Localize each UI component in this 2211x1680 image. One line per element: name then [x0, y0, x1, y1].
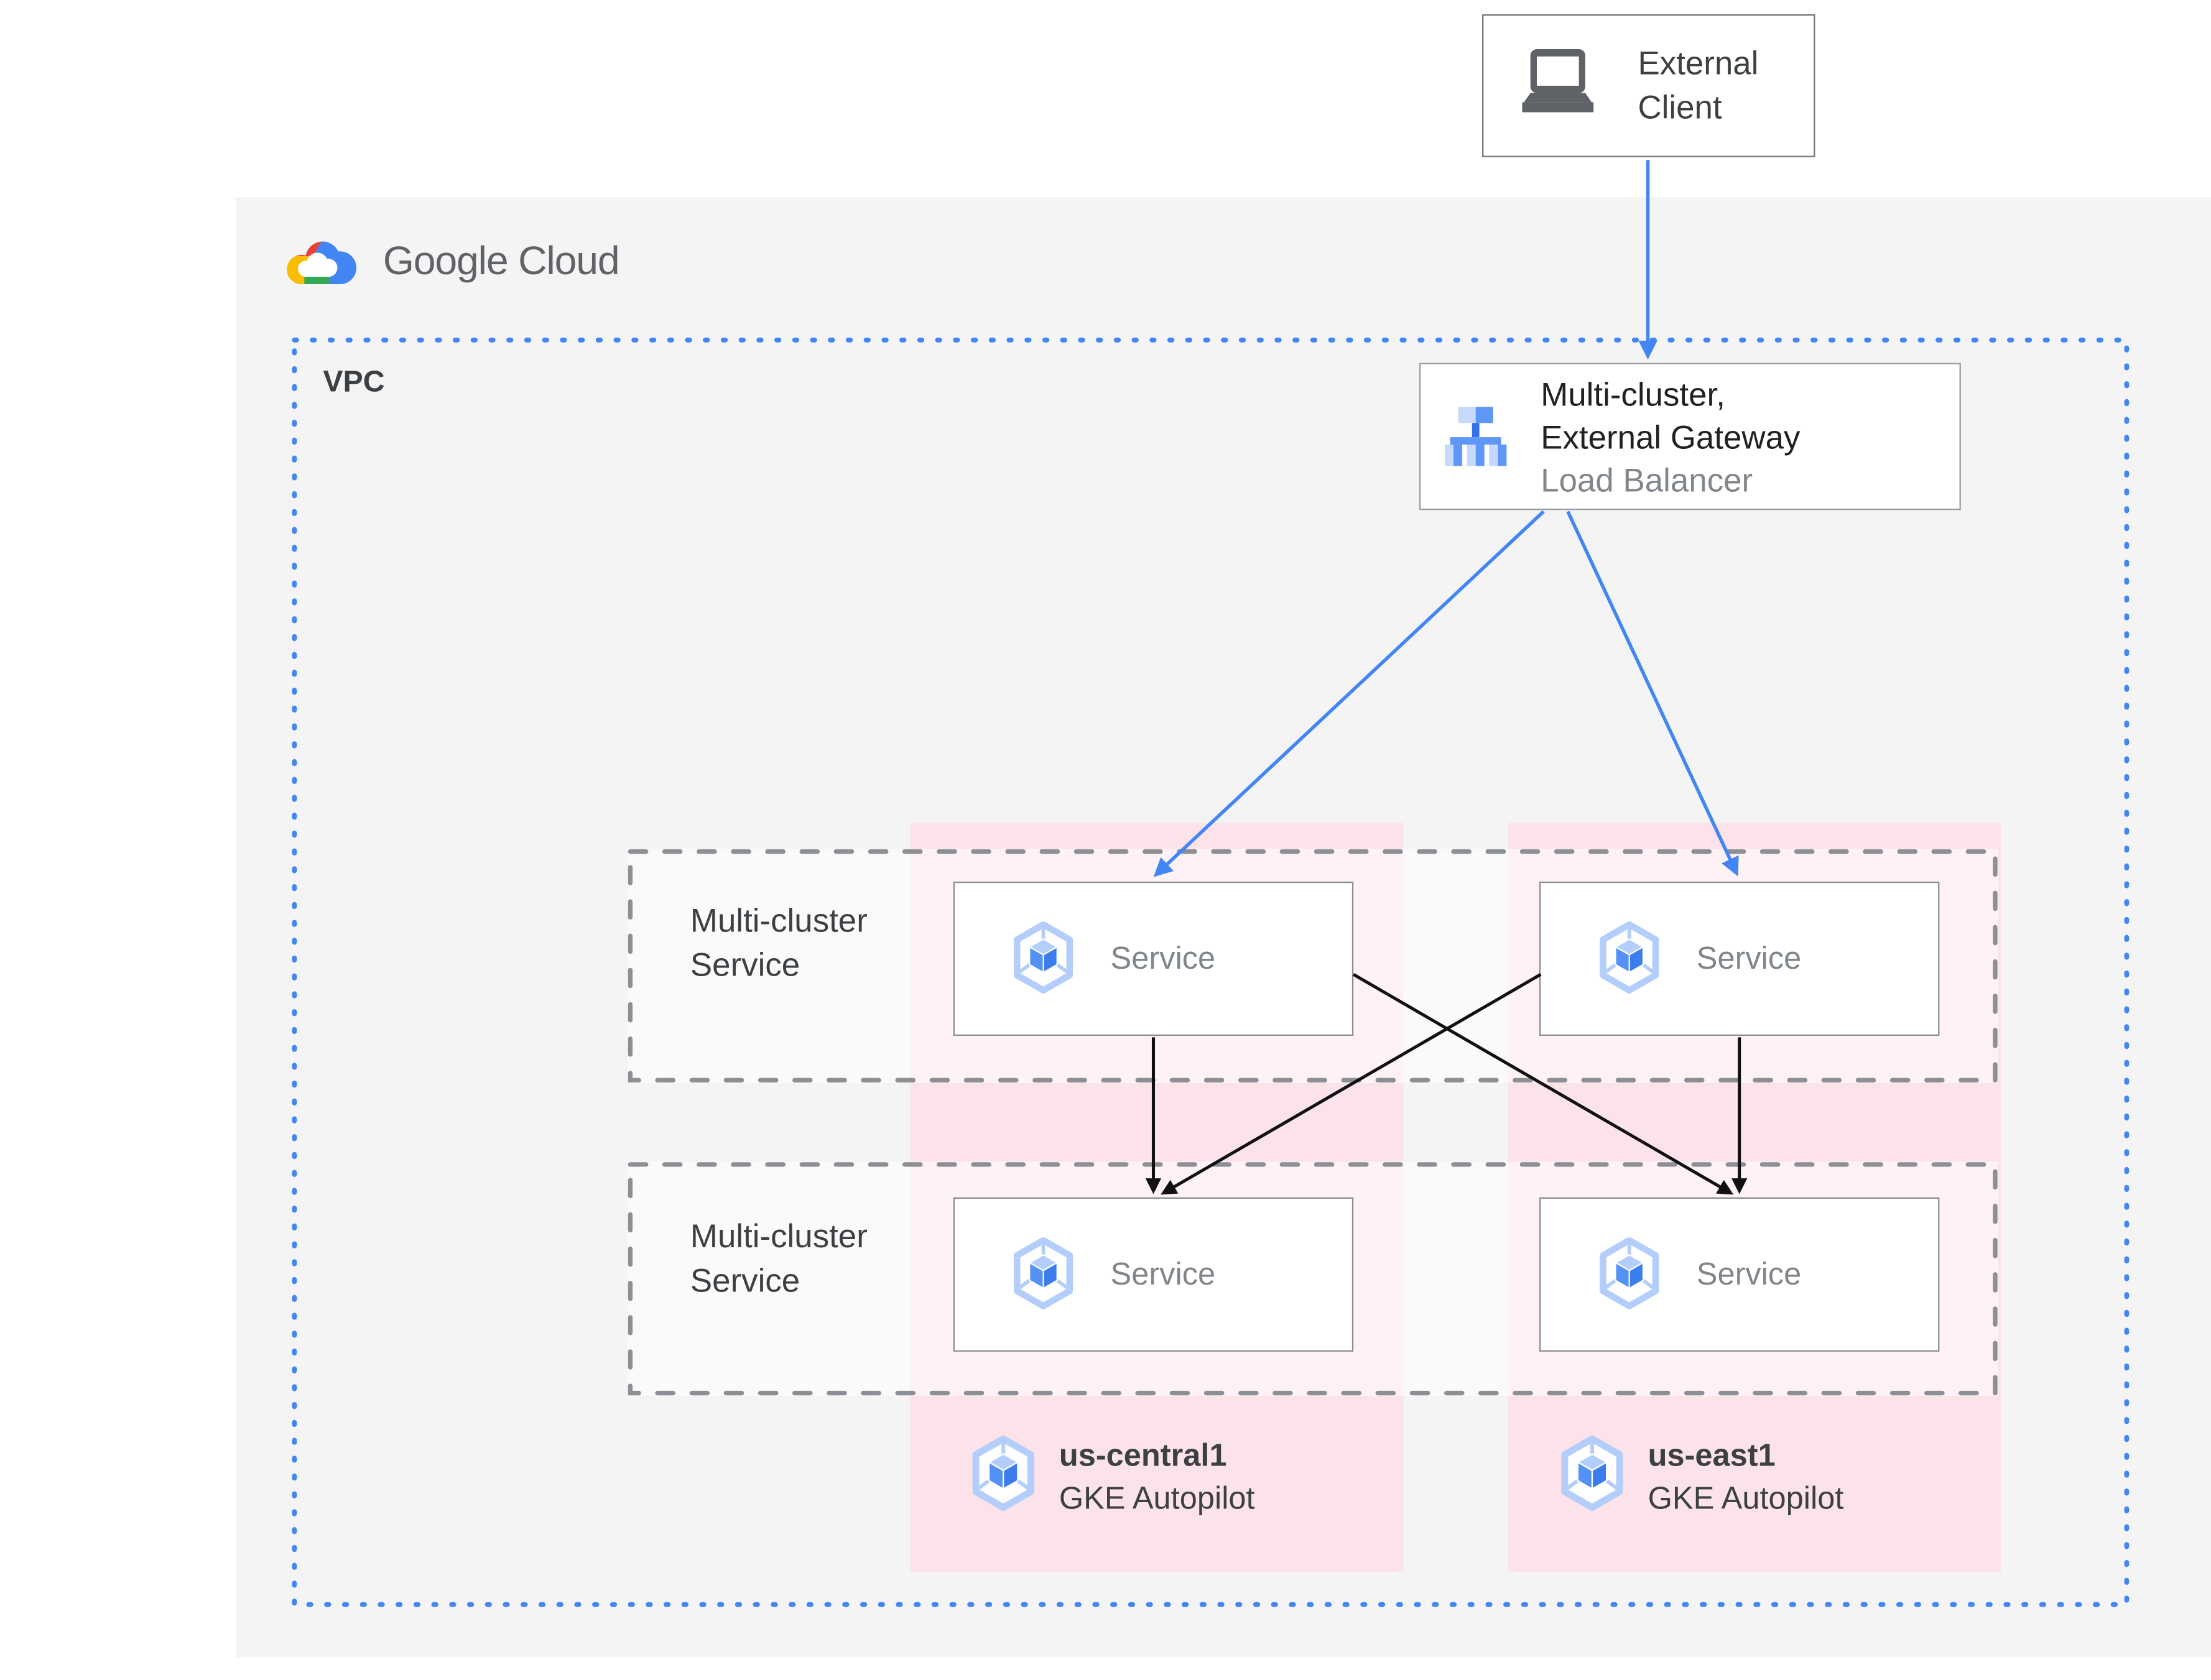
vpc-boundary	[292, 338, 2130, 1607]
google-cloud-icon	[283, 229, 363, 295]
cluster-caption-us-central1: us-central1 GKE Autopilot	[969, 1434, 1255, 1520]
multi-cluster-service-label-2: Multi-cluster Service	[690, 1217, 868, 1299]
cluster-region-name: us-east1	[1648, 1437, 1776, 1474]
cluster-caption-us-east1: us-east1 GKE Autopilot	[1558, 1434, 1844, 1520]
service-label: Service	[1696, 940, 1802, 976]
gateway-subtitle: Load Balancer	[1541, 461, 1753, 498]
external-client-label: External Client	[1638, 44, 1759, 126]
gke-service-icon	[1011, 921, 1077, 995]
service-box-central-bottom: Service	[953, 1197, 1354, 1352]
google-cloud-logo: Google Cloud	[283, 229, 620, 295]
gateway-title-line1: Multi-cluster,	[1541, 375, 1725, 412]
service-box-east-top: Service	[1539, 881, 1940, 1036]
cluster-region-name: us-central1	[1059, 1437, 1227, 1474]
vpc-label: VPC	[323, 366, 385, 399]
service-box-central-top: Service	[953, 881, 1354, 1036]
gke-cluster-icon	[1558, 1434, 1626, 1515]
gke-service-icon	[1597, 1237, 1662, 1311]
service-label: Service	[1110, 940, 1216, 976]
multi-cluster-service-label-1: Multi-cluster Service	[690, 902, 868, 984]
service-label: Service	[1110, 1255, 1216, 1292]
load-balancer-icon	[1442, 399, 1509, 474]
service-box-east-bottom: Service	[1539, 1197, 1940, 1352]
laptop-icon	[1512, 44, 1603, 127]
cluster-platform: GKE Autopilot	[1059, 1480, 1255, 1516]
external-client-box: External Client	[1482, 14, 1815, 157]
gateway-title-line2: External Gateway	[1541, 418, 1801, 455]
cluster-platform: GKE Autopilot	[1648, 1480, 1844, 1516]
google-cloud-logo-text: Google Cloud	[382, 238, 620, 284]
service-label: Service	[1696, 1255, 1802, 1292]
multi-cluster-gateway-box: Multi-cluster, External Gateway Load Bal…	[1419, 362, 1961, 510]
gke-service-icon	[1011, 1237, 1077, 1311]
gke-service-icon	[1597, 921, 1662, 995]
gke-cluster-icon	[969, 1434, 1037, 1515]
